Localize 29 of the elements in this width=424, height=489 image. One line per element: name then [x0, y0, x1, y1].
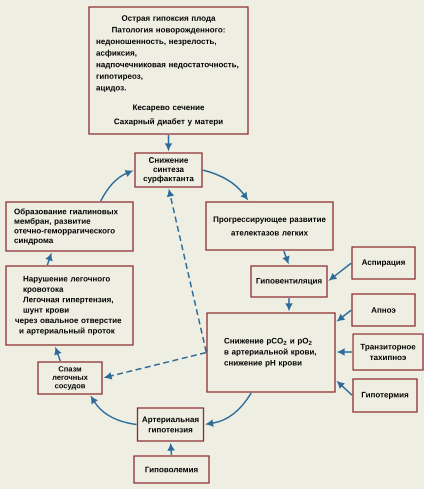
arrow — [54, 348, 61, 362]
arrow — [165, 135, 172, 150]
arrow — [168, 444, 174, 455]
arrow — [206, 392, 252, 426]
process-box: Артериальная гипотензия — [136, 407, 204, 442]
arrow — [100, 170, 132, 202]
process-box: Прогрессирующее развитие ателектазов легких — [205, 201, 334, 251]
arrow — [202, 169, 248, 200]
process-box: Гипотермия — [352, 378, 418, 413]
process-box: Снижение синтеза сурфактанта — [134, 152, 203, 188]
process-box: Гиповолемия — [133, 455, 210, 484]
process-box: Снижение pCO$_{2}$ и pO$_{2}$ в артериальной крови, снижение pH крови — [206, 312, 336, 393]
process-box: Транзиторное тахипноэ — [352, 333, 424, 371]
arrow — [337, 382, 353, 396]
process-box: Образование гиалиновых мембран, развитие отечно-геморрагического синдрома — [5, 201, 134, 252]
arrow — [105, 352, 206, 380]
arrow — [330, 262, 352, 280]
process-box: Нарушение легочного кровотока Легочная гипертензия, шунт крови через овальное отверстие и артериальный проток — [5, 265, 134, 346]
arrow — [46, 254, 52, 266]
arrow — [90, 396, 137, 426]
arrow — [283, 250, 290, 263]
arrow — [338, 348, 352, 356]
arrow — [167, 190, 207, 352]
arrow — [338, 310, 352, 322]
process-box: Апноэ — [351, 293, 416, 327]
arrow — [286, 298, 292, 310]
process-box: Аспирация — [351, 246, 416, 280]
process-box: Гиповентиляция — [250, 265, 328, 298]
process-box: Острая гипоксия плода Патология новорожденного: недоношенность, незрелость, асфиксия, надпочечниковая недостаточность, гипотиреоз, ацидоз. Кесарево сечение Сахарный диабет у матери — [88, 6, 249, 135]
